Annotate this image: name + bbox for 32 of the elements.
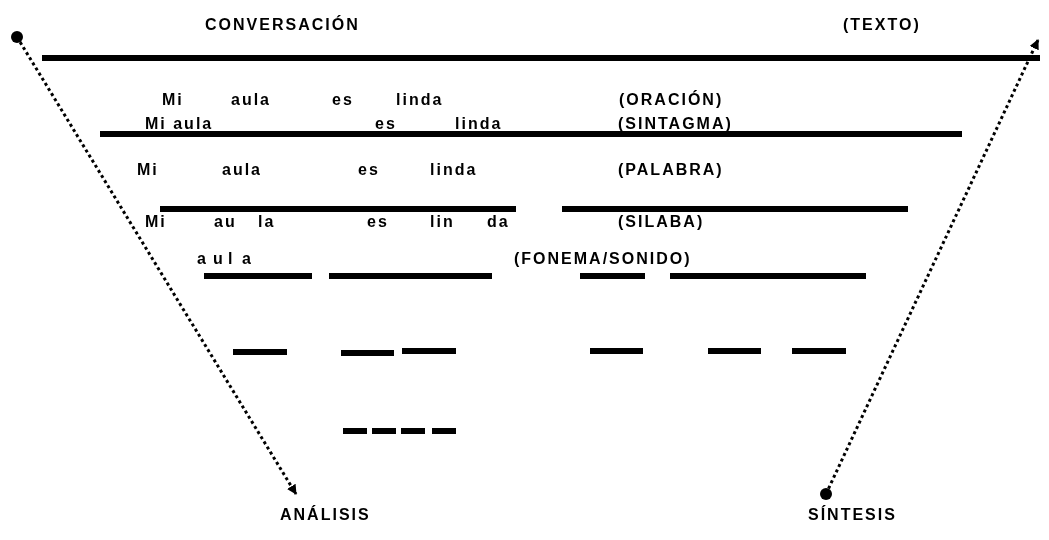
process-label: SÍNTESIS	[808, 505, 897, 525]
word-label: a	[242, 249, 253, 269]
word-label: da	[487, 212, 510, 232]
word-label: la	[258, 212, 276, 232]
dotted-arrow	[820, 39, 1040, 500]
word-label: a	[197, 249, 208, 269]
word-label: es	[367, 212, 389, 232]
word-label: lin	[430, 212, 455, 232]
heading-label: CONVERSACIÓN	[205, 15, 360, 35]
word-label: es	[332, 90, 354, 110]
level-label: (TEXTO)	[843, 15, 921, 35]
word-label: aula	[231, 90, 271, 110]
word-label: Mi	[145, 212, 167, 232]
word-label: es	[375, 114, 397, 134]
dotted-arrow	[11, 31, 298, 495]
word-label: Mi	[137, 160, 159, 180]
word-label: Mi aula	[145, 114, 214, 134]
level-label: (SINTAGMA)	[618, 114, 733, 134]
word-label: linda	[455, 114, 503, 134]
level-label: (PALABRA)	[618, 160, 724, 180]
level-label: (ORACIÓN)	[619, 90, 724, 110]
word-label: au	[214, 212, 237, 232]
level-label: (FONEMA/SONIDO)	[514, 249, 692, 269]
word-label: u	[213, 249, 225, 269]
word-label: Mi	[162, 90, 184, 110]
level-label: (SILABA)	[618, 212, 705, 232]
process-label: ANÁLISIS	[280, 505, 371, 525]
word-label: linda	[396, 90, 444, 110]
word-label: linda	[430, 160, 478, 180]
word-label: l	[228, 249, 235, 269]
word-label: aula	[222, 160, 262, 180]
word-label: es	[358, 160, 380, 180]
